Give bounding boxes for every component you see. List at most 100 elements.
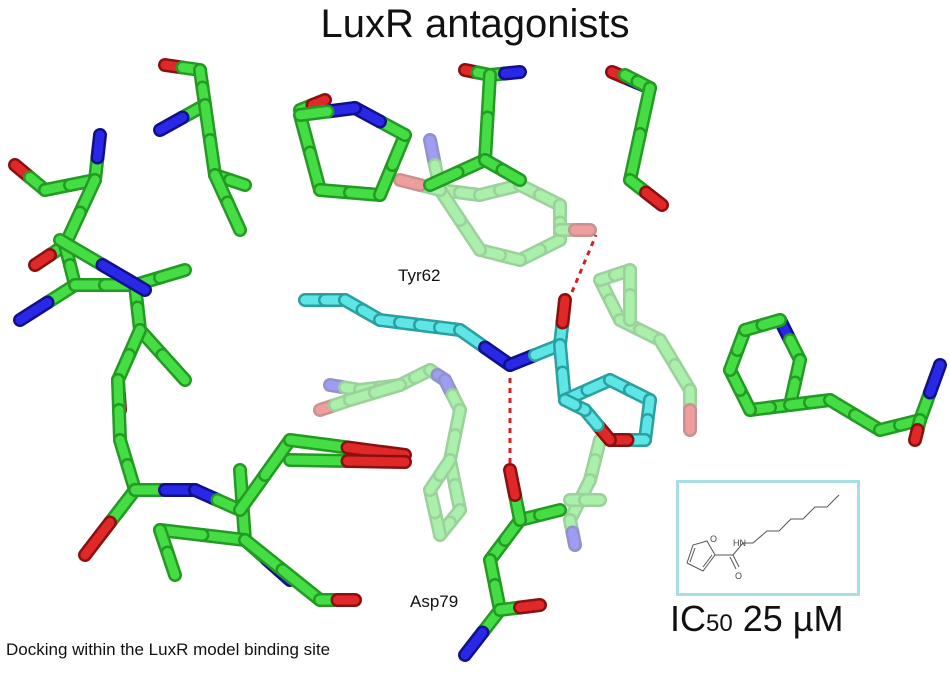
bond-stick bbox=[910, 425, 922, 445]
bond-stick bbox=[558, 295, 570, 327]
bond-stick bbox=[483, 70, 495, 122]
hydrogen-bond-dash bbox=[570, 234, 598, 293]
bond-stick bbox=[395, 373, 420, 390]
figure-caption: Docking within the LuxR model binding si… bbox=[6, 640, 331, 659]
bond-stick bbox=[613, 313, 647, 337]
bond-stick bbox=[93, 130, 105, 162]
bond-stick bbox=[445, 430, 460, 465]
bond-stick bbox=[325, 380, 350, 392]
bond-stick bbox=[438, 373, 460, 402]
bond-stick bbox=[433, 515, 457, 542]
bond-stick bbox=[445, 505, 465, 527]
bond-stick bbox=[80, 518, 115, 560]
asp79-label: Asp79 bbox=[410, 592, 459, 611]
bond-stick bbox=[423, 133, 442, 172]
bond-stick bbox=[615, 315, 645, 335]
bond-stick bbox=[425, 365, 442, 380]
bond-stick bbox=[340, 383, 365, 395]
bond-stick bbox=[635, 325, 665, 345]
bond-stick bbox=[565, 495, 585, 525]
bond-stick bbox=[445, 455, 460, 490]
bond-stick bbox=[343, 443, 410, 460]
bond-stick bbox=[445, 388, 467, 417]
bond-stick bbox=[355, 383, 385, 395]
bond-stick bbox=[30, 250, 55, 270]
bond-stick bbox=[435, 185, 465, 225]
ic50-number: 25 µM bbox=[732, 598, 844, 639]
bond-stick bbox=[593, 273, 617, 307]
bond-stick bbox=[408, 363, 437, 385]
bond-stick bbox=[428, 505, 447, 542]
bond-stick bbox=[370, 380, 405, 397]
bond-stick bbox=[493, 248, 527, 267]
bond-stick bbox=[480, 113, 492, 165]
bond-stick bbox=[455, 188, 485, 200]
bond-stick bbox=[565, 515, 577, 537]
bond-stick bbox=[443, 503, 467, 530]
bond-stick bbox=[565, 525, 582, 552]
bond-stick bbox=[515, 245, 545, 265]
bond-stick bbox=[475, 245, 505, 260]
bond-stick bbox=[495, 250, 525, 265]
bond-stick bbox=[285, 455, 352, 466]
bond-stick bbox=[395, 175, 425, 190]
bond-stick bbox=[533, 233, 567, 257]
bond-stick bbox=[448, 403, 467, 442]
bond-stick bbox=[433, 183, 467, 227]
bond-stick bbox=[425, 168, 462, 190]
bond-stick bbox=[455, 215, 485, 255]
bond-stick bbox=[593, 268, 622, 287]
hexyl-chain bbox=[715, 494, 840, 556]
bond-stick bbox=[368, 378, 407, 400]
bond-stick bbox=[260, 435, 295, 480]
bond-stick bbox=[668, 358, 697, 397]
bond-stick bbox=[575, 475, 595, 505]
bond-stick bbox=[515, 180, 545, 200]
bond-stick bbox=[568, 528, 580, 550]
foreground-residues bbox=[8, 58, 947, 662]
bond-stick bbox=[443, 428, 462, 467]
bond-stick bbox=[353, 380, 387, 397]
bond-stick bbox=[925, 360, 945, 397]
bond-stick bbox=[425, 470, 445, 495]
bond-stick bbox=[498, 165, 525, 185]
bond-stick bbox=[425, 135, 440, 170]
bond-stick bbox=[375, 380, 405, 392]
bond-stick bbox=[595, 270, 620, 285]
bond-stick bbox=[338, 380, 367, 397]
ic50-prefix: IC bbox=[670, 598, 706, 639]
bond-stick bbox=[533, 188, 567, 212]
figure-title: LuxR antagonists bbox=[320, 2, 630, 46]
bond-stick bbox=[410, 365, 435, 382]
bond-stick bbox=[328, 393, 357, 412]
bond-stick bbox=[323, 378, 352, 395]
bond-stick bbox=[278, 565, 325, 605]
bond-stick bbox=[608, 263, 637, 282]
bond-stick bbox=[98, 260, 150, 295]
bond-stick bbox=[505, 465, 520, 500]
bond-stick bbox=[15, 298, 52, 325]
bond-stick bbox=[433, 370, 450, 385]
bond-stick bbox=[223, 198, 245, 235]
bond-stick bbox=[513, 243, 547, 267]
bond-stick bbox=[285, 435, 352, 452]
bond-stick bbox=[393, 370, 422, 392]
bond-stick bbox=[583, 453, 602, 487]
ic50-subscript: 50 bbox=[706, 610, 733, 637]
hydrogen-bonds bbox=[508, 234, 598, 468]
bond-stick bbox=[633, 323, 667, 347]
bond-stick bbox=[560, 395, 580, 410]
chemical-structure: O HN O bbox=[686, 494, 840, 581]
bond-stick bbox=[430, 508, 445, 540]
bond-stick bbox=[610, 265, 635, 280]
bond-stick bbox=[473, 183, 507, 202]
bond-stick bbox=[345, 388, 380, 405]
bond-stick bbox=[513, 178, 547, 202]
bond-stick bbox=[435, 455, 455, 480]
bond-stick bbox=[515, 600, 545, 612]
bond-stick bbox=[625, 129, 645, 185]
bond-stick bbox=[295, 107, 332, 120]
bond-stick bbox=[563, 493, 587, 527]
bond-stick bbox=[448, 390, 465, 415]
